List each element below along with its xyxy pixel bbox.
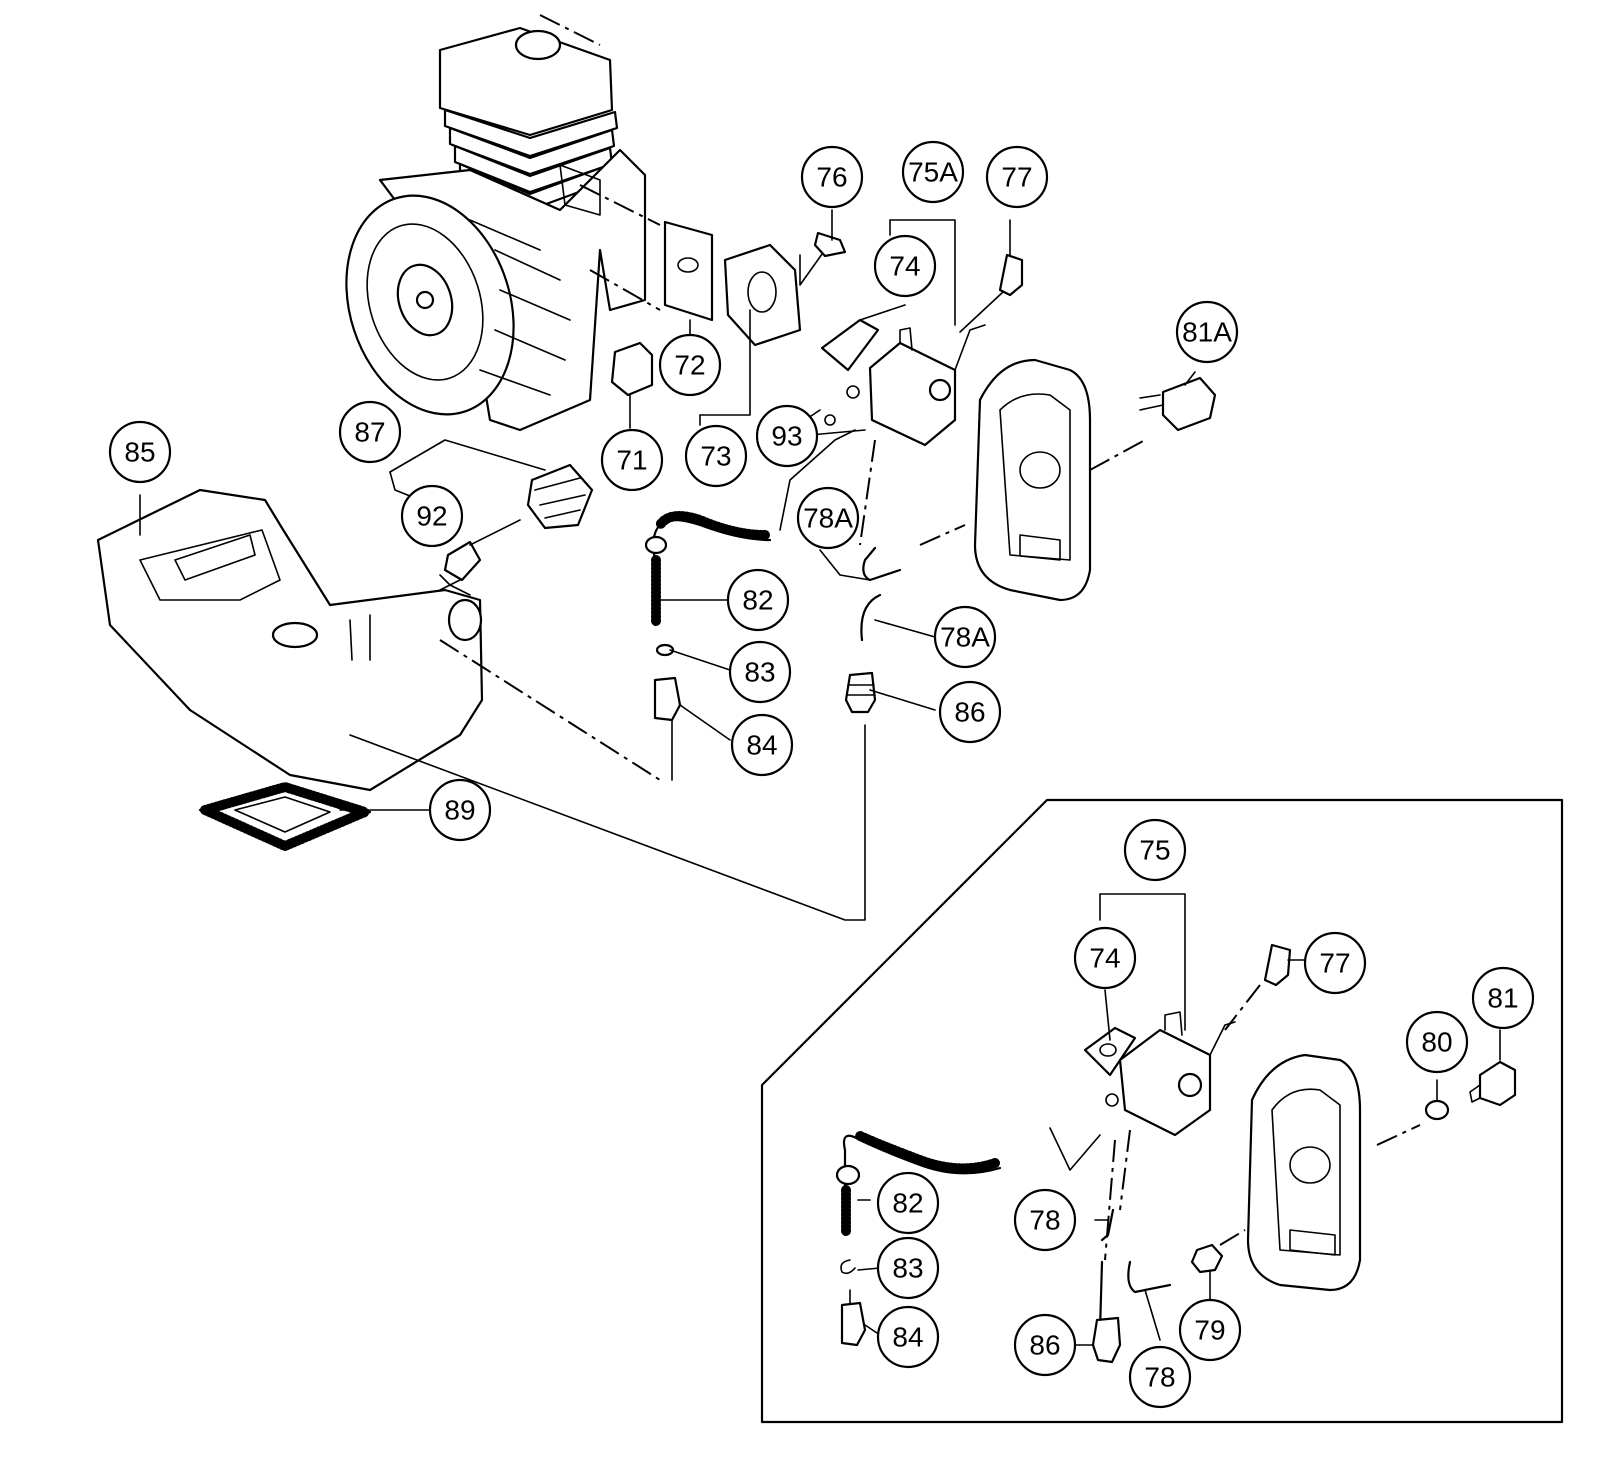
callout-78-inset-upper: 78 — [1013, 1188, 1077, 1252]
callout-92: 92 — [400, 484, 464, 548]
part-76-drawing — [813, 231, 847, 258]
svg-text:75A: 75A — [908, 157, 958, 188]
callout-86-inset: 86 — [1013, 1313, 1077, 1377]
callout-74-inset: 74 — [1073, 926, 1137, 990]
intake-gasket-drawing — [663, 220, 833, 347]
callout-84: 84 — [730, 713, 794, 777]
inset-carburetor-drawing — [1083, 1011, 1236, 1137]
svg-text:72: 72 — [674, 350, 705, 381]
svg-text:87: 87 — [354, 417, 385, 448]
inset-washer-80-drawing — [1424, 1099, 1450, 1121]
inset-tube-78-bottom — [1127, 1260, 1172, 1294]
svg-text:93: 93 — [771, 421, 802, 452]
svg-text:84: 84 — [746, 730, 777, 761]
svg-text:84: 84 — [892, 1322, 923, 1353]
callout-78-inset-lower: 78 — [1128, 1345, 1192, 1409]
callout-84-inset: 84 — [876, 1305, 940, 1369]
inset-primer-81-drawing — [1478, 1060, 1517, 1107]
callout-93: 93 — [755, 404, 819, 468]
callout-71: 71 — [600, 428, 664, 492]
inset-part-77-drawing — [1263, 943, 1292, 987]
fuel-line-top-drawing — [644, 511, 772, 722]
part-71-drawing — [610, 341, 654, 426]
air-cleaner-case-drawing — [973, 358, 1092, 602]
fuel-filter-86-drawing — [844, 671, 877, 714]
callout-83: 83 — [728, 640, 792, 704]
svg-text:77: 77 — [1319, 948, 1350, 979]
svg-text:80: 80 — [1421, 1027, 1452, 1058]
svg-text:77: 77 — [1001, 162, 1032, 193]
svg-text:83: 83 — [892, 1253, 923, 1284]
callout-75a: 75A — [901, 140, 965, 204]
svg-text:86: 86 — [954, 697, 985, 728]
callout-83-inset: 83 — [876, 1236, 940, 1300]
svg-text:74: 74 — [1089, 943, 1120, 974]
svg-text:89: 89 — [444, 795, 475, 826]
svg-text:92: 92 — [416, 501, 447, 532]
tube-78a-top — [862, 546, 902, 582]
svg-text:85: 85 — [124, 437, 155, 468]
callout-86: 86 — [938, 680, 1002, 744]
part-77-drawing — [998, 253, 1024, 297]
carburetor-drawing — [820, 318, 986, 447]
inset-air-cleaner-drawing — [1246, 1053, 1362, 1292]
callout-80: 80 — [1405, 1010, 1469, 1074]
callout-81: 81 — [1471, 966, 1535, 1030]
fuel-cap-drawing — [443, 463, 594, 582]
callout-81a: 81A — [1175, 300, 1239, 364]
tank-gasket-drawing — [190, 781, 380, 852]
svg-text:81A: 81A — [1182, 317, 1232, 348]
callout-82: 82 — [726, 568, 790, 632]
svg-text:78A: 78A — [940, 622, 990, 653]
callout-79: 79 — [1178, 1298, 1242, 1362]
tube-78a-bottom — [860, 593, 882, 642]
svg-text:75: 75 — [1139, 835, 1170, 866]
svg-text:73: 73 — [700, 441, 731, 472]
svg-text:71: 71 — [616, 445, 647, 476]
inset-nut-79-drawing — [1190, 1243, 1224, 1274]
svg-text:78A: 78A — [803, 503, 853, 534]
callout-74: 74 — [873, 234, 937, 298]
callout-77-inset: 77 — [1303, 931, 1367, 995]
svg-text:78: 78 — [1029, 1205, 1060, 1236]
callout-85: 85 — [108, 420, 172, 484]
callout-78a-lower: 78A — [933, 605, 997, 669]
svg-text:78: 78 — [1144, 1362, 1175, 1393]
callout-72: 72 — [658, 333, 722, 397]
svg-text:76: 76 — [816, 162, 847, 193]
callout-73: 73 — [684, 424, 748, 488]
engine-drawing — [345, 14, 661, 432]
svg-text:74: 74 — [889, 251, 920, 282]
callout-82-inset: 82 — [876, 1171, 940, 1235]
primer-81a-drawing — [1139, 376, 1217, 432]
svg-text:82: 82 — [892, 1188, 923, 1219]
callout-77: 77 — [985, 145, 1049, 209]
callout-87: 87 — [338, 400, 402, 464]
svg-text:79: 79 — [1194, 1315, 1225, 1346]
callout-89: 89 — [428, 778, 492, 842]
callout-76: 76 — [800, 145, 864, 209]
inset-frame — [760, 798, 1564, 1424]
inset-fuel-line-drawing — [835, 1130, 1002, 1347]
callout-78a-upper: 78A — [796, 486, 860, 550]
inset-fuel-filter-86-drawing — [1091, 1316, 1122, 1364]
callout-75: 75 — [1123, 818, 1187, 882]
svg-text:86: 86 — [1029, 1330, 1060, 1361]
fuel-tank-drawing — [96, 488, 484, 792]
svg-text:83: 83 — [744, 657, 775, 688]
svg-text:81: 81 — [1487, 983, 1518, 1014]
leader-lines-inset — [857, 893, 1501, 1346]
svg-text:82: 82 — [742, 585, 773, 616]
